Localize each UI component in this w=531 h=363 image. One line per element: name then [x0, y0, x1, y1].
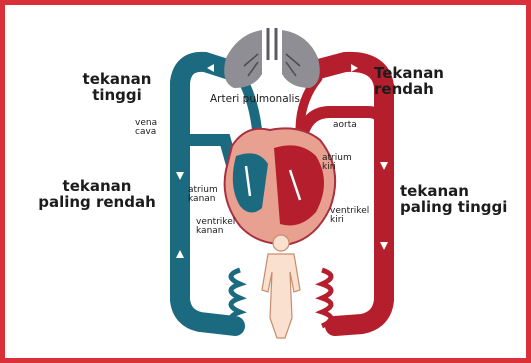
- label-aorta: aorta: [333, 121, 357, 130]
- label-tekanan-paling-tinggi: tekanan paling tinggi: [400, 184, 507, 216]
- label-ventrikel-kanan: ventrikel kanan: [196, 218, 235, 237]
- label-tekanan-tinggi: tekanan tinggi: [72, 72, 162, 104]
- human-figure: [262, 235, 300, 338]
- label-atrium-kanan: atrium kanan: [188, 186, 218, 205]
- label-arteri-pulmonalis: Arteri pulmonalis: [210, 94, 300, 105]
- label-atrium-kiri: atrium kiri: [322, 154, 352, 173]
- heart: [225, 128, 336, 244]
- label-vena-cava: vena cava: [135, 119, 157, 138]
- label-ventrikel-kiri: ventrikel kiri: [330, 207, 369, 226]
- label-tekanan-rendah: Tekanan rendah: [374, 66, 444, 98]
- label-tekanan-paling-rendah: tekanan paling rendah: [17, 179, 177, 211]
- lungs: [224, 28, 320, 88]
